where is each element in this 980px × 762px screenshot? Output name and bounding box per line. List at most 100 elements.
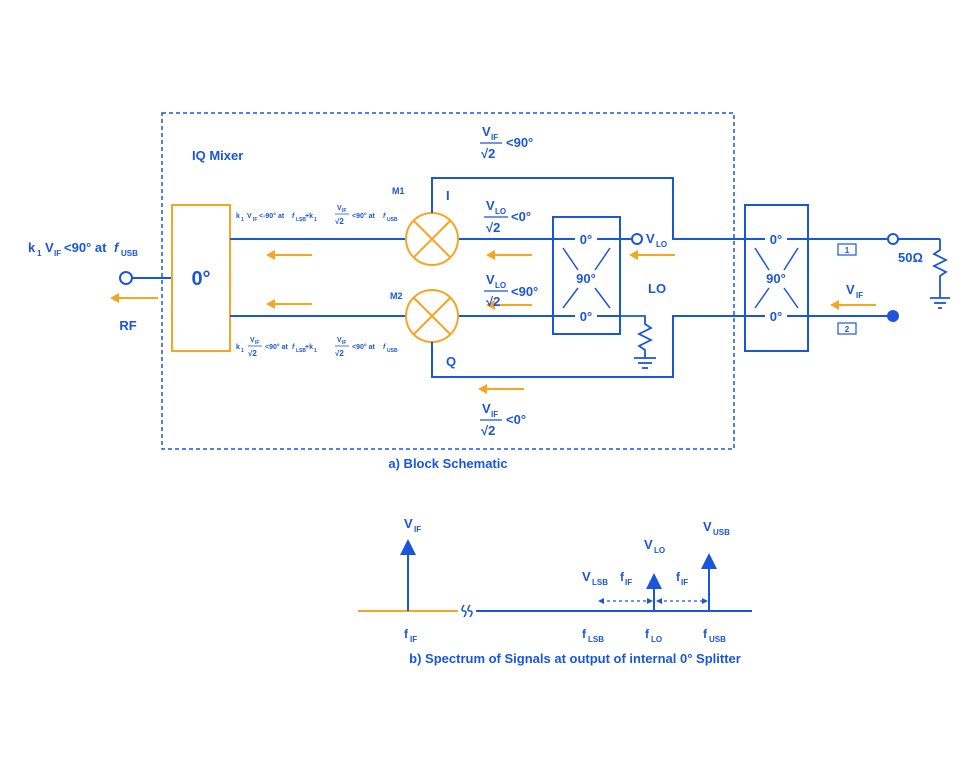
svg-text:f: f <box>703 627 708 641</box>
svg-text:+k: +k <box>305 344 313 351</box>
svg-text:<-90° at: <-90° at <box>259 212 285 220</box>
svg-text:LO: LO <box>651 635 662 644</box>
svg-text:1: 1 <box>314 348 317 354</box>
svg-text:<0°: <0° <box>511 209 531 224</box>
q-label: Q <box>446 354 456 369</box>
port-2-terminal <box>887 310 899 322</box>
axis-break-icon <box>461 604 473 618</box>
svg-text:V: V <box>45 240 54 255</box>
svg-text:USB: USB <box>387 348 398 354</box>
svg-text:<90°: <90° <box>511 284 538 299</box>
svg-text:V: V <box>482 401 491 416</box>
svg-text:f: f <box>645 627 650 641</box>
svg-text:f: f <box>114 240 120 255</box>
i-label: I <box>446 188 450 203</box>
spectrum-fif-left-label: f IF <box>620 570 632 587</box>
svg-text:V: V <box>582 569 591 584</box>
svg-text:1: 1 <box>241 348 244 354</box>
spectrum-vif-label: V IF <box>404 516 421 534</box>
svg-text:V: V <box>486 272 495 287</box>
port-2-box: 2 <box>837 322 857 335</box>
svg-text:1: 1 <box>845 246 850 255</box>
lower-path-expression: k 1 V IF √2 <90° at f LSB +k 1 V IF √2 <… <box>236 337 398 358</box>
spectrum-vlsb-label: V LSB <box>582 569 608 587</box>
svg-text:LSB: LSB <box>588 635 604 644</box>
svg-text:f: f <box>676 570 681 584</box>
spectrum-vlo-label: V LO <box>644 537 665 555</box>
spectrum-fif-right-label: f IF <box>676 570 688 587</box>
svg-text:IF: IF <box>342 208 346 214</box>
i-if-path <box>431 177 745 240</box>
svg-text:0°: 0° <box>770 309 782 324</box>
svg-text:√2: √2 <box>335 217 344 226</box>
svg-text:√2: √2 <box>481 423 495 438</box>
q-if-path <box>431 315 745 378</box>
svg-text:0°: 0° <box>580 232 592 247</box>
svg-text:V: V <box>337 205 342 212</box>
lo-hybrid-coupler: 0° 90° 0° <box>552 216 621 335</box>
svg-text:f: f <box>383 344 386 351</box>
svg-text:f: f <box>292 344 295 351</box>
vif-bottom-label: V IF √2 <0° <box>480 401 526 438</box>
iq-mixer-title: IQ Mixer <box>192 148 243 163</box>
splitter-label: 0° <box>191 268 210 290</box>
port-1-terminal <box>887 233 899 245</box>
spectrum-plot <box>358 539 752 618</box>
svg-text:2: 2 <box>845 325 850 334</box>
svg-text:USB: USB <box>709 635 726 644</box>
svg-text:V: V <box>337 337 342 344</box>
svg-text:0°: 0° <box>770 232 782 247</box>
svg-text:LO: LO <box>656 240 667 249</box>
svg-text:√2: √2 <box>486 294 500 309</box>
svg-text:f: f <box>292 213 295 220</box>
svg-text:k: k <box>236 213 240 220</box>
svg-text:LO: LO <box>654 546 665 555</box>
svg-text:V: V <box>644 537 653 552</box>
svg-text:USB: USB <box>387 217 398 223</box>
rf-port <box>119 271 172 285</box>
svg-text:90°: 90° <box>576 271 596 286</box>
ohm-label: 50Ω <box>898 250 923 265</box>
svg-text:1: 1 <box>37 249 42 258</box>
svg-text:<90°: <90° <box>506 135 533 150</box>
svg-text:V: V <box>846 282 855 297</box>
svg-text:<0°: <0° <box>506 412 526 427</box>
tick-fusb: f USB <box>703 627 726 644</box>
svg-text:LSB: LSB <box>296 348 306 354</box>
vlo-q-label: V LO √2 <90° <box>484 272 538 309</box>
svg-text:LSB: LSB <box>296 217 306 223</box>
svg-text:IF: IF <box>681 578 688 587</box>
rf-label: RF <box>119 318 136 333</box>
svg-text:0°: 0° <box>580 309 592 324</box>
svg-text:V: V <box>250 337 255 344</box>
svg-text:IF: IF <box>491 133 498 142</box>
svg-text:f: f <box>404 627 409 641</box>
svg-text:V: V <box>247 213 252 220</box>
upper-path-expression: k 1 V IF <-90° at f LSB +k 1 V IF √2 <90… <box>236 205 398 226</box>
port-1-box: 1 <box>837 243 857 256</box>
tick-flo: f LO <box>645 627 662 644</box>
svg-text:IF: IF <box>253 217 257 223</box>
svg-text:k: k <box>28 240 36 255</box>
zero-degree-splitter <box>171 204 231 352</box>
lo-label: LO <box>648 281 666 296</box>
svg-text:V: V <box>646 231 655 246</box>
svg-text:IF: IF <box>491 410 498 419</box>
svg-text:<90° at: <90° at <box>352 343 376 351</box>
svg-text:k: k <box>236 344 240 351</box>
svg-text:<90° at: <90° at <box>352 212 376 220</box>
svg-text:V: V <box>703 519 712 534</box>
flow-arrows <box>266 250 876 394</box>
svg-text:LO: LO <box>495 281 506 290</box>
svg-text:f: f <box>620 570 625 584</box>
svg-text:√2: √2 <box>248 349 257 358</box>
m1-label: M1 <box>392 186 405 196</box>
svg-text:IF: IF <box>625 578 632 587</box>
50-ohm-termination <box>930 239 950 309</box>
mixer-m1 <box>405 212 459 266</box>
svg-text:<90° at: <90° at <box>265 343 289 351</box>
rf-signal-label: k 1 V IF <90° at f USB <box>28 240 138 258</box>
svg-text:LO: LO <box>495 207 506 216</box>
svg-text:f: f <box>582 627 587 641</box>
